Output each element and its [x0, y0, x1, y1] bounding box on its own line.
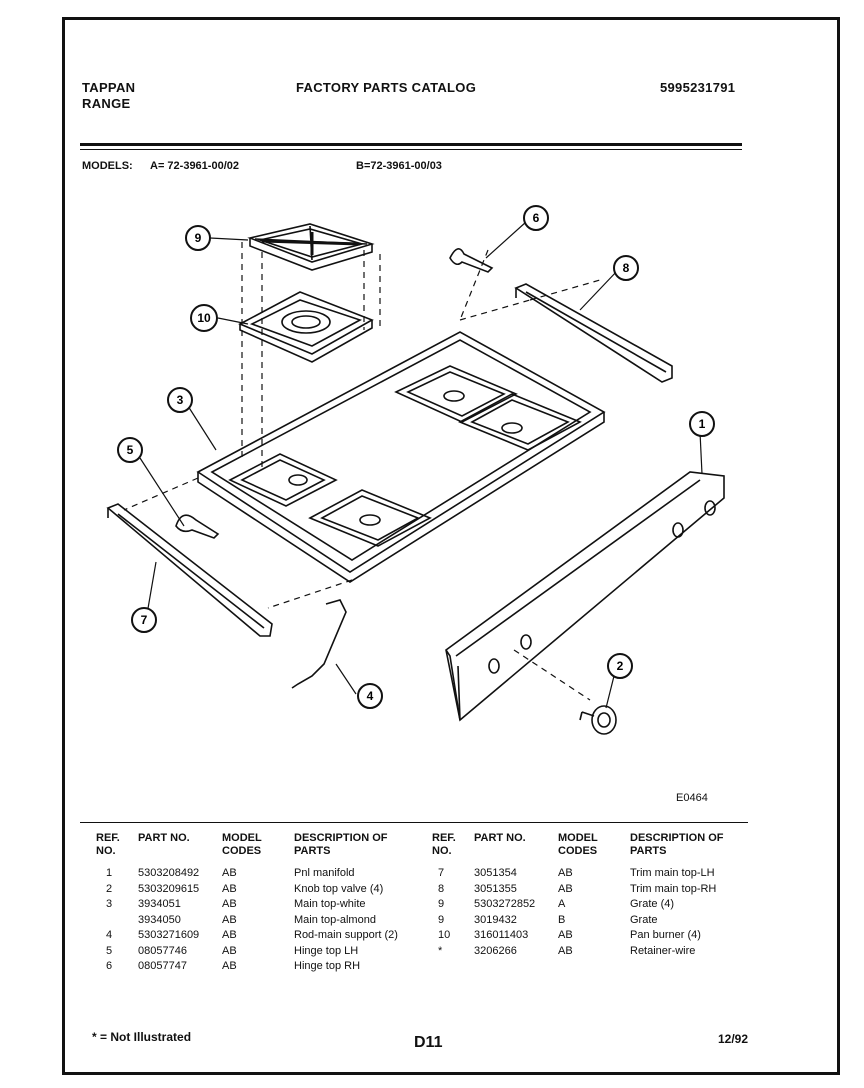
table-header-row: REF. NO. PART NO. MODEL CODES DESCRIPTIO…: [96, 832, 430, 866]
brand-line2: RANGE: [82, 96, 131, 111]
callout-8: 8: [613, 255, 639, 281]
callout-10-label: 10: [197, 311, 211, 325]
not-illustrated-note: * = Not Illustrated: [92, 1030, 192, 1044]
callout-7-label: 7: [141, 613, 148, 627]
callout-5-label: 5: [127, 443, 134, 457]
col-ref: REF. NO.: [96, 832, 120, 857]
callout-2-label: 2: [617, 659, 624, 673]
callout-3: 3: [167, 387, 193, 413]
trim-rh-part: [514, 283, 673, 383]
header-rule-thick: [80, 143, 742, 146]
models-label: MODELS:: [82, 160, 133, 172]
header-rule-thin: [80, 149, 742, 150]
table-header-row: REF. NO. PART NO. MODEL CODES DESCRIPTIO…: [432, 832, 756, 866]
hinge-rh-part: [449, 248, 494, 273]
callout-4: 4: [357, 683, 383, 709]
table-rule: [80, 822, 748, 823]
brand-line1: TAPPAN: [82, 80, 136, 95]
callout-3-label: 3: [177, 393, 184, 407]
hinge-lh-part: [175, 514, 220, 539]
col-model: MODEL CODES: [222, 832, 262, 857]
col-ref: REF. NO.: [432, 832, 456, 857]
catalog-title: FACTORY PARTS CATALOG: [296, 80, 477, 95]
col-part: PART NO.: [138, 832, 190, 844]
grate-part: [247, 223, 375, 271]
callout-7: 7: [131, 607, 157, 633]
page-frame: [62, 17, 840, 1075]
figure-id: E0464: [676, 792, 708, 804]
main-top-part: [196, 331, 606, 583]
knob-part: [579, 705, 617, 735]
col-desc: DESCRIPTION OF PARTS: [630, 832, 724, 857]
guide-lines: [123, 242, 601, 701]
callout-9-label: 9: [195, 231, 202, 245]
model-a: A= 72-3961-00/02: [150, 160, 239, 172]
exploded-parts-diagram: 9 6 10 8 3 1 5 2 7 4: [106, 205, 725, 735]
callout-1: 1: [689, 411, 715, 437]
catalog-number: 5995231791: [660, 80, 736, 95]
col-model: MODEL CODES: [558, 832, 598, 857]
callout-10: 10: [190, 304, 218, 332]
parts-table-right: REF. NO. PART NO. MODEL CODES DESCRIPTIO…: [432, 832, 756, 959]
catalog-date: 12/92: [718, 1032, 749, 1046]
callout-1-label: 1: [699, 417, 706, 431]
callout-4-label: 4: [367, 689, 374, 703]
callout-6-label: 6: [533, 211, 540, 225]
support-rod-part: [291, 599, 347, 689]
callout-2: 2: [607, 653, 633, 679]
page-number: D11: [414, 1034, 443, 1051]
manifold-panel-part: [445, 471, 725, 722]
trim-lh-part: [106, 503, 273, 637]
callout-6: 6: [523, 205, 549, 231]
parts-table-left: REF. NO. PART NO. MODEL CODES DESCRIPTIO…: [96, 832, 430, 975]
callout-9: 9: [185, 225, 211, 251]
brand-block: TAPPAN RANGE: [82, 80, 135, 112]
burner-pan-part: [238, 291, 374, 363]
model-b: B=72-3961-00/03: [356, 160, 442, 172]
callout-8-label: 8: [623, 261, 630, 275]
col-part: PART NO.: [474, 832, 526, 844]
callout-5: 5: [117, 437, 143, 463]
col-desc: DESCRIPTION OF PARTS: [294, 832, 388, 857]
